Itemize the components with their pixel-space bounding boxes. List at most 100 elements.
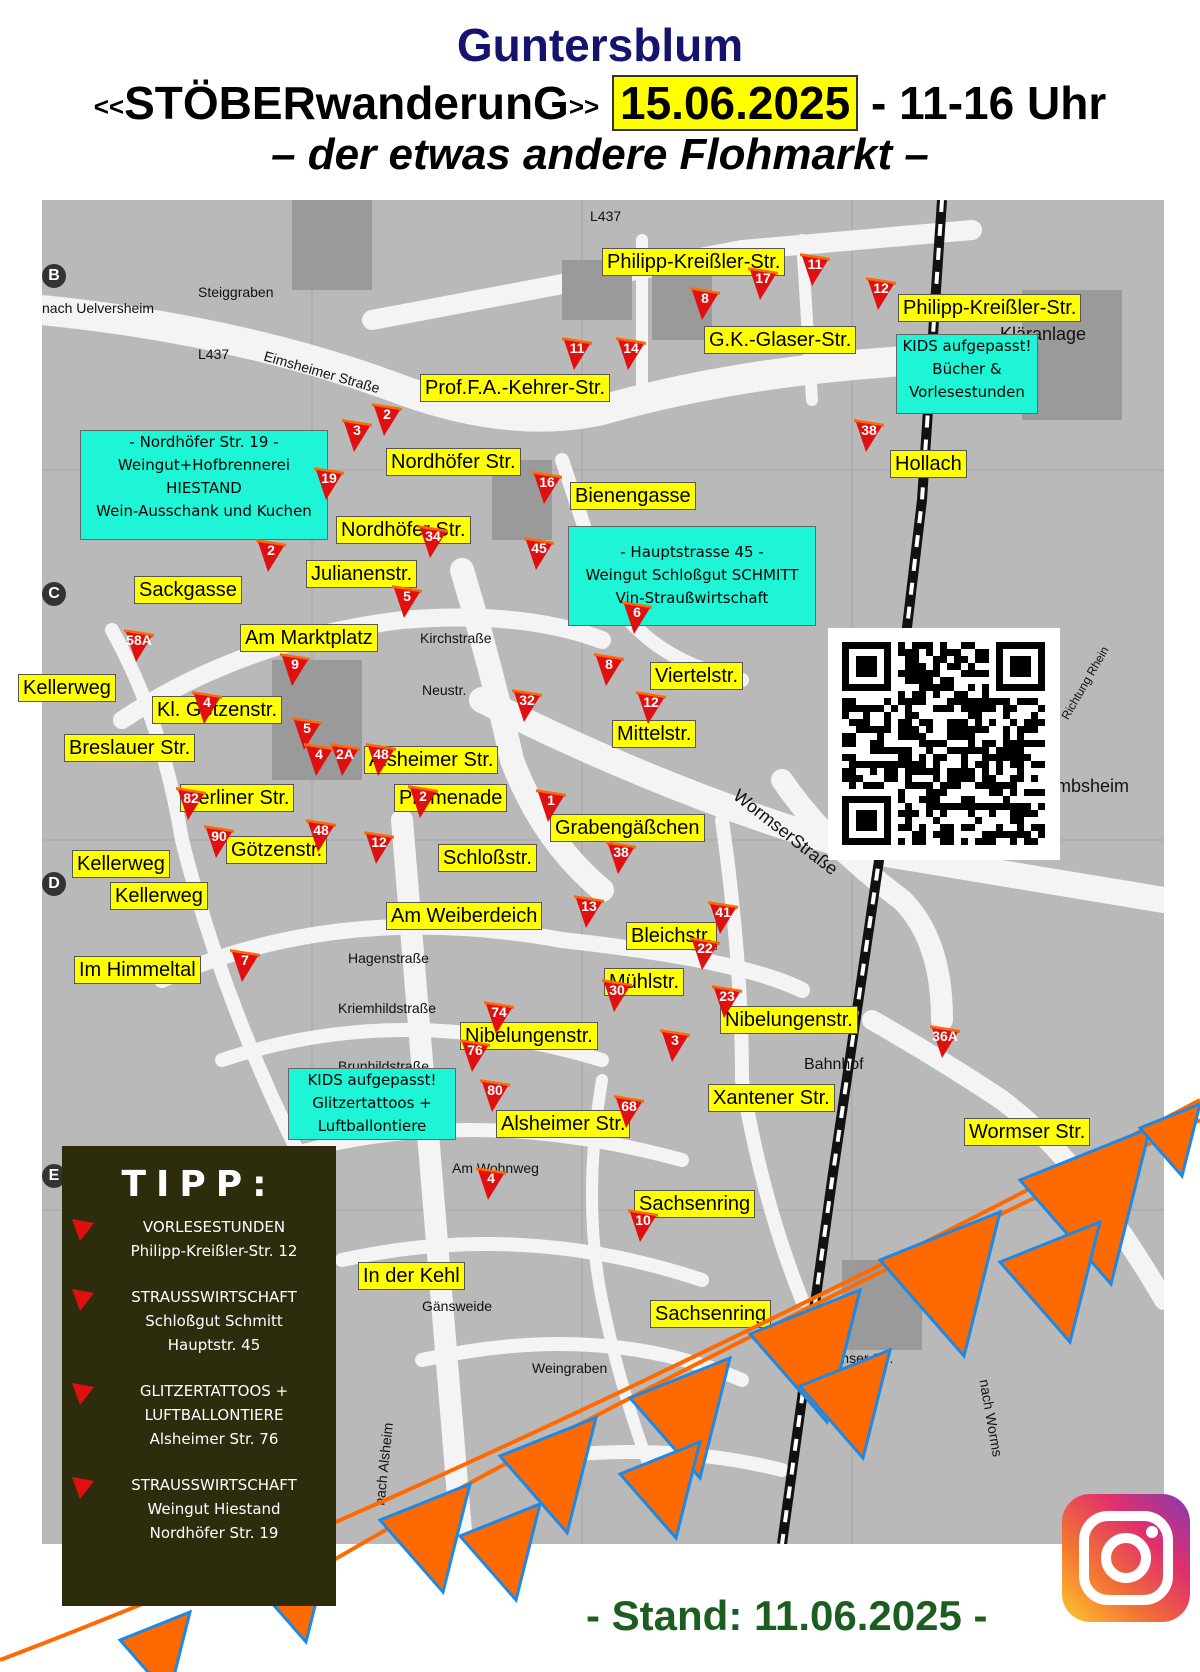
- house-number-pin: 38: [849, 418, 889, 454]
- house-number-pin: 2: [367, 402, 407, 438]
- grid-letter: D: [42, 872, 66, 896]
- house-number-pin: 19: [309, 466, 349, 502]
- pin-number: 2: [267, 542, 275, 558]
- map-text: Gimbsheim: [1038, 776, 1130, 796]
- pin-number: 45: [531, 540, 547, 556]
- street-label: Alsheimer Str.: [496, 1110, 631, 1138]
- street-label: Im Himmeltal: [74, 956, 201, 984]
- pin-number: 4: [315, 746, 323, 762]
- event-close: >>: [568, 91, 600, 122]
- stand-date: - Stand: 11.06.2025 -: [586, 1592, 988, 1639]
- pin-number: 8: [605, 656, 613, 672]
- house-number-pin: 14: [611, 336, 651, 372]
- pin-number: 12: [643, 694, 659, 710]
- pin-number: 7: [241, 952, 249, 968]
- pin-number: 30: [609, 982, 625, 998]
- pin-number: 5: [403, 588, 411, 604]
- event-date: 15.06.2025: [612, 75, 859, 131]
- pin-number: 2: [419, 788, 427, 804]
- house-number-pin: 4: [471, 1166, 511, 1202]
- house-number-pin: 12: [359, 830, 399, 866]
- pin-number: 17: [755, 270, 771, 286]
- info-hiestand: - Nordhöfer Str. 19 -Weingut+Hofbrennere…: [80, 430, 328, 540]
- event-time: - 11-16 Uhr: [871, 77, 1107, 129]
- house-number-pin: 48: [301, 818, 341, 854]
- house-number-pin: 2A: [325, 742, 365, 778]
- map-text: Hagenstraße: [348, 950, 429, 966]
- pin-number: 19: [321, 470, 337, 486]
- street-label: In der Kehl: [358, 1262, 465, 1290]
- street-label: Kellerweg: [18, 674, 116, 702]
- house-number-pin: 82: [171, 786, 211, 822]
- map-text: Neustr.: [422, 682, 467, 698]
- house-number-pin: 34: [413, 524, 453, 560]
- street-label: Xantener Str.: [708, 1084, 835, 1112]
- map-text: Wormser Str.: [812, 1350, 894, 1366]
- map-text: L437: [590, 208, 622, 224]
- pin-number: 5: [303, 720, 311, 736]
- pin-number: 4: [203, 694, 211, 710]
- street-label: Sackgasse: [134, 576, 242, 604]
- map-text: Steiggraben: [198, 284, 274, 300]
- street-label: Mittelstr.: [612, 720, 697, 748]
- pin-number: 34: [425, 528, 441, 544]
- house-number-pin: 90: [199, 824, 239, 860]
- house-number-pin: 36A: [925, 1024, 965, 1060]
- street-label: Julianenstr.: [306, 560, 418, 588]
- street-label: Am Weiberdeich: [386, 902, 543, 930]
- info-kids-tattoo: KIDS aufgepasst!Glitzertattoos +Luftball…: [288, 1068, 456, 1140]
- pin-number: 12: [873, 280, 889, 296]
- map-text: Kriemhildstraße: [338, 1000, 437, 1016]
- house-number-pin: 80: [475, 1078, 515, 1114]
- street-label: Philipp-Kreißler-Str.: [602, 248, 786, 276]
- instagram-icon[interactable]: [1062, 1494, 1190, 1622]
- pin-number: 12: [371, 834, 387, 850]
- pin-number: 11: [569, 340, 585, 356]
- pin-number: 10: [635, 1212, 651, 1228]
- house-number-pin: 2: [403, 784, 443, 820]
- house-number-pin: 32: [507, 688, 547, 724]
- event-name: STÖBERwanderunG: [124, 77, 569, 129]
- pin-number: 14: [623, 340, 639, 356]
- house-number-pin: 41: [703, 900, 743, 936]
- pin-number: 9: [291, 656, 299, 672]
- pin-number: 38: [861, 422, 877, 438]
- event-open: <<: [93, 91, 125, 122]
- pin-number: 8: [701, 290, 709, 306]
- house-number-pin: 1: [531, 788, 571, 824]
- house-number-pin: 17: [743, 266, 783, 302]
- street-label: Prof.F.A.-Kehrer-Str.: [420, 374, 611, 402]
- street-label: Nordhöfer Str.: [336, 516, 471, 544]
- house-number-pin: 38: [601, 840, 641, 876]
- tipp-title: TIPP:: [121, 1164, 277, 1205]
- house-number-pin: 8: [589, 652, 629, 688]
- pin-number: 36A: [932, 1028, 958, 1044]
- instagram-glyph-icon: [1079, 1511, 1173, 1605]
- pin-number: 2A: [336, 746, 354, 762]
- street-label: Schloßstr.: [438, 844, 537, 872]
- pin-number: 1: [547, 792, 555, 808]
- house-number-pin: 58A: [119, 628, 159, 664]
- house-number-pin: 68: [609, 1094, 649, 1130]
- street-label: Kellerweg: [110, 882, 208, 910]
- pin-number: 22: [697, 940, 713, 956]
- house-number-pin: 5: [387, 584, 427, 620]
- pin-number: 2: [383, 406, 391, 422]
- street-label: Wormser Str.: [964, 1118, 1091, 1146]
- house-number-pin: 48: [361, 742, 401, 778]
- house-number-pin: 9: [275, 652, 315, 688]
- place-title: Guntersblum: [456, 19, 744, 71]
- pin-number: 82: [183, 790, 199, 806]
- street-label: Berliner Str.: [180, 784, 295, 812]
- qr-code[interactable]: [828, 628, 1060, 860]
- house-number-pin: 45: [519, 536, 559, 572]
- pin-number: 48: [373, 746, 389, 762]
- pin-number: 41: [715, 904, 731, 920]
- map-text: Bahnhof: [804, 1056, 864, 1073]
- flag-pin-icon: [72, 1383, 94, 1405]
- house-number-pin: 13: [569, 894, 609, 930]
- street-label: Sachsenring: [650, 1300, 772, 1328]
- pin-number: 68: [621, 1098, 637, 1114]
